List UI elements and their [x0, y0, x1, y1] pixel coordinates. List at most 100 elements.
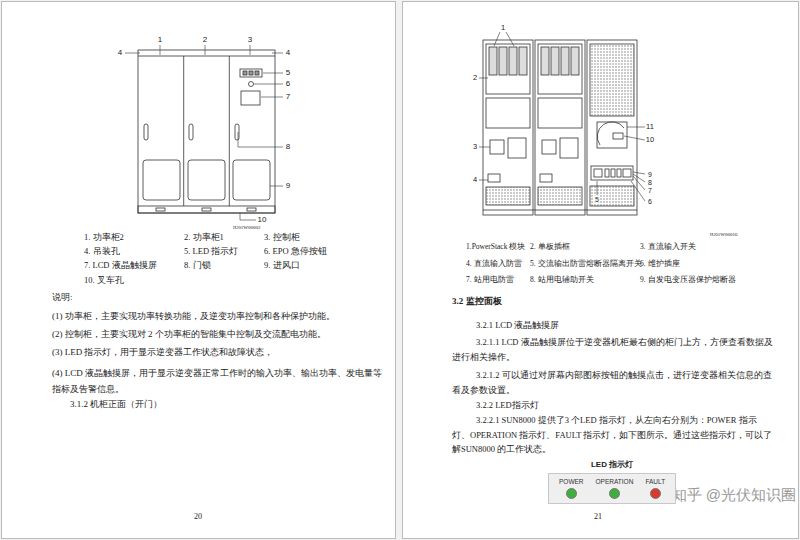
- cabinet-front-closed: [240, 69, 262, 77]
- callout-number: 9: [647, 171, 653, 178]
- led-group: FAULT: [645, 478, 665, 499]
- subsection-heading: 3.2.1 LCD 液晶触摸屏: [476, 320, 559, 330]
- cabinet-front-open: [611, 169, 615, 177]
- led-lamp: [609, 488, 620, 499]
- callout-number: 1: [500, 24, 506, 32]
- cabinet-front-open: [551, 47, 559, 75]
- leader-line: [633, 172, 645, 174]
- leader-line: [597, 181, 598, 195]
- cabinet-front-open: [617, 169, 621, 177]
- paragraph: 3.2.1.2 可以通过对屏幕内部图标按钮的触摸点击，进行逆变器相关信息的查看及…: [452, 368, 774, 398]
- leader-line: [479, 32, 645, 201]
- legend-item: 1. 功率柜2: [84, 232, 124, 242]
- cabinet-front-open: [597, 122, 624, 145]
- cabinet-front-closed: [241, 91, 260, 105]
- cabinet-front-open: [590, 44, 634, 116]
- leader-line: [238, 132, 239, 147]
- leader-line: [633, 174, 645, 182]
- callout-number: 8: [647, 179, 653, 186]
- callout-number: 7: [285, 93, 291, 101]
- cabinet-front-open: [571, 47, 579, 75]
- paragraph: (3) LED 指示灯，用于显示逆变器工作状态和故障状态，: [52, 347, 386, 358]
- leader-line: [125, 45, 283, 220]
- paragraph: (4) LCD 液晶触摸屏，用于显示逆变器正常工作时的输入功率、输出功率、发电量…: [52, 365, 386, 397]
- paragraph: (1) 功率柜，主要实现功率转换功能，及逆变功率控制和各种保护功能。: [52, 311, 386, 322]
- callout-number: 1: [157, 36, 163, 44]
- cabinet-front-open: [535, 40, 585, 215]
- figure-code: IU01W00016: [710, 232, 738, 238]
- callout-number: 6: [647, 198, 653, 205]
- cabinet-front-open: [486, 98, 530, 128]
- cabinet-front-closed: [138, 50, 275, 213]
- led-label: FAULT: [645, 478, 665, 485]
- cabinet-front-open: [541, 47, 549, 75]
- callout-number: 4: [285, 49, 291, 57]
- leader-line: [494, 32, 500, 46]
- figure-code: IU01W00002: [233, 225, 261, 231]
- leader-line: [270, 186, 283, 187]
- cabinet-front-open: [587, 40, 637, 215]
- callout-number: 4: [472, 176, 478, 184]
- leader-line: [506, 32, 514, 46]
- cabinet-front-open: [483, 40, 637, 215]
- leader-line: [240, 220, 256, 221]
- section-heading: 3.2 监控面板: [452, 296, 502, 307]
- cabinet-front-open: [489, 47, 497, 75]
- leader-line: [627, 127, 645, 128]
- cabinet-front-closed: [255, 71, 259, 75]
- cabinet-front-open: [490, 140, 504, 154]
- leader-line: [205, 45, 206, 55]
- led-lamp: [566, 488, 577, 499]
- legend-item: 1.PowerStack 模块: [466, 242, 525, 251]
- cabinet-front-closed: [156, 208, 165, 211]
- cabinet-front-open: [540, 174, 552, 182]
- cabinet-front-closed: [183, 56, 184, 206]
- page-frame: [2, 2, 396, 539]
- legend-item: 7. 站用电防雷: [466, 275, 514, 284]
- cabinet-front-open: [538, 98, 582, 128]
- led-panel: POWER OPERATION FAULT: [548, 473, 676, 504]
- cabinet-front-open: [488, 174, 500, 182]
- legend-item: 7. LCD 液晶触摸屏: [84, 260, 157, 270]
- callout-number: 9: [285, 182, 291, 190]
- led-group: POWER: [559, 478, 584, 499]
- cabinet-front-open: [509, 47, 517, 75]
- cabinet-front-open: [560, 138, 578, 158]
- callout-number: 8: [285, 143, 291, 151]
- cabinet-front-closed: [188, 160, 225, 200]
- indicator-panel: LED 指示灯 POWER OPERATION FAULT: [548, 459, 676, 504]
- cabinet-front-closed: [144, 124, 148, 140]
- cabinet-front-closed: [138, 56, 275, 57]
- subsection-heading: 3.2.2 LED指示灯: [476, 400, 539, 410]
- panel-heading: LED 指示灯: [548, 459, 676, 470]
- cabinet-front-open: [594, 169, 602, 177]
- leader-line: [631, 181, 645, 201]
- cabinet-front-open: [538, 187, 582, 205]
- cabinet-front-open: [597, 122, 627, 148]
- cabinet-front-open: [486, 187, 530, 205]
- legend-item: 2. 功率柜1: [184, 232, 224, 242]
- legend-item: 8. 门锁: [184, 260, 211, 270]
- cabinet-front-closed: [138, 50, 275, 213]
- led-label: OPERATION: [596, 478, 634, 485]
- page-number: 20: [194, 512, 202, 522]
- cabinet-front-closed: [202, 208, 211, 211]
- leader-line: [160, 45, 161, 55]
- cabinet-front-open: [613, 133, 623, 139]
- callout-number: 6: [285, 80, 291, 88]
- legend-item: 9. 进风口: [264, 260, 300, 270]
- cabinet-front-closed: [229, 56, 230, 206]
- legend-item: 3. 控制柜: [264, 232, 300, 242]
- callout-number: 7: [647, 187, 653, 194]
- cabinet-front-open: [499, 47, 507, 75]
- legend-item: 5. LED 指示灯: [184, 246, 238, 256]
- cabinet-front-closed: [243, 71, 247, 75]
- legend-item: 5. 交流输出防雷熔断器隔离开关: [530, 259, 642, 268]
- cabinet-front-closed: [249, 82, 254, 87]
- callout-number: 5: [285, 69, 291, 77]
- cabinet-front-closed: [233, 160, 270, 200]
- legend-item: 3. 直流输入开关: [640, 242, 696, 251]
- callout-number: 2: [472, 74, 478, 82]
